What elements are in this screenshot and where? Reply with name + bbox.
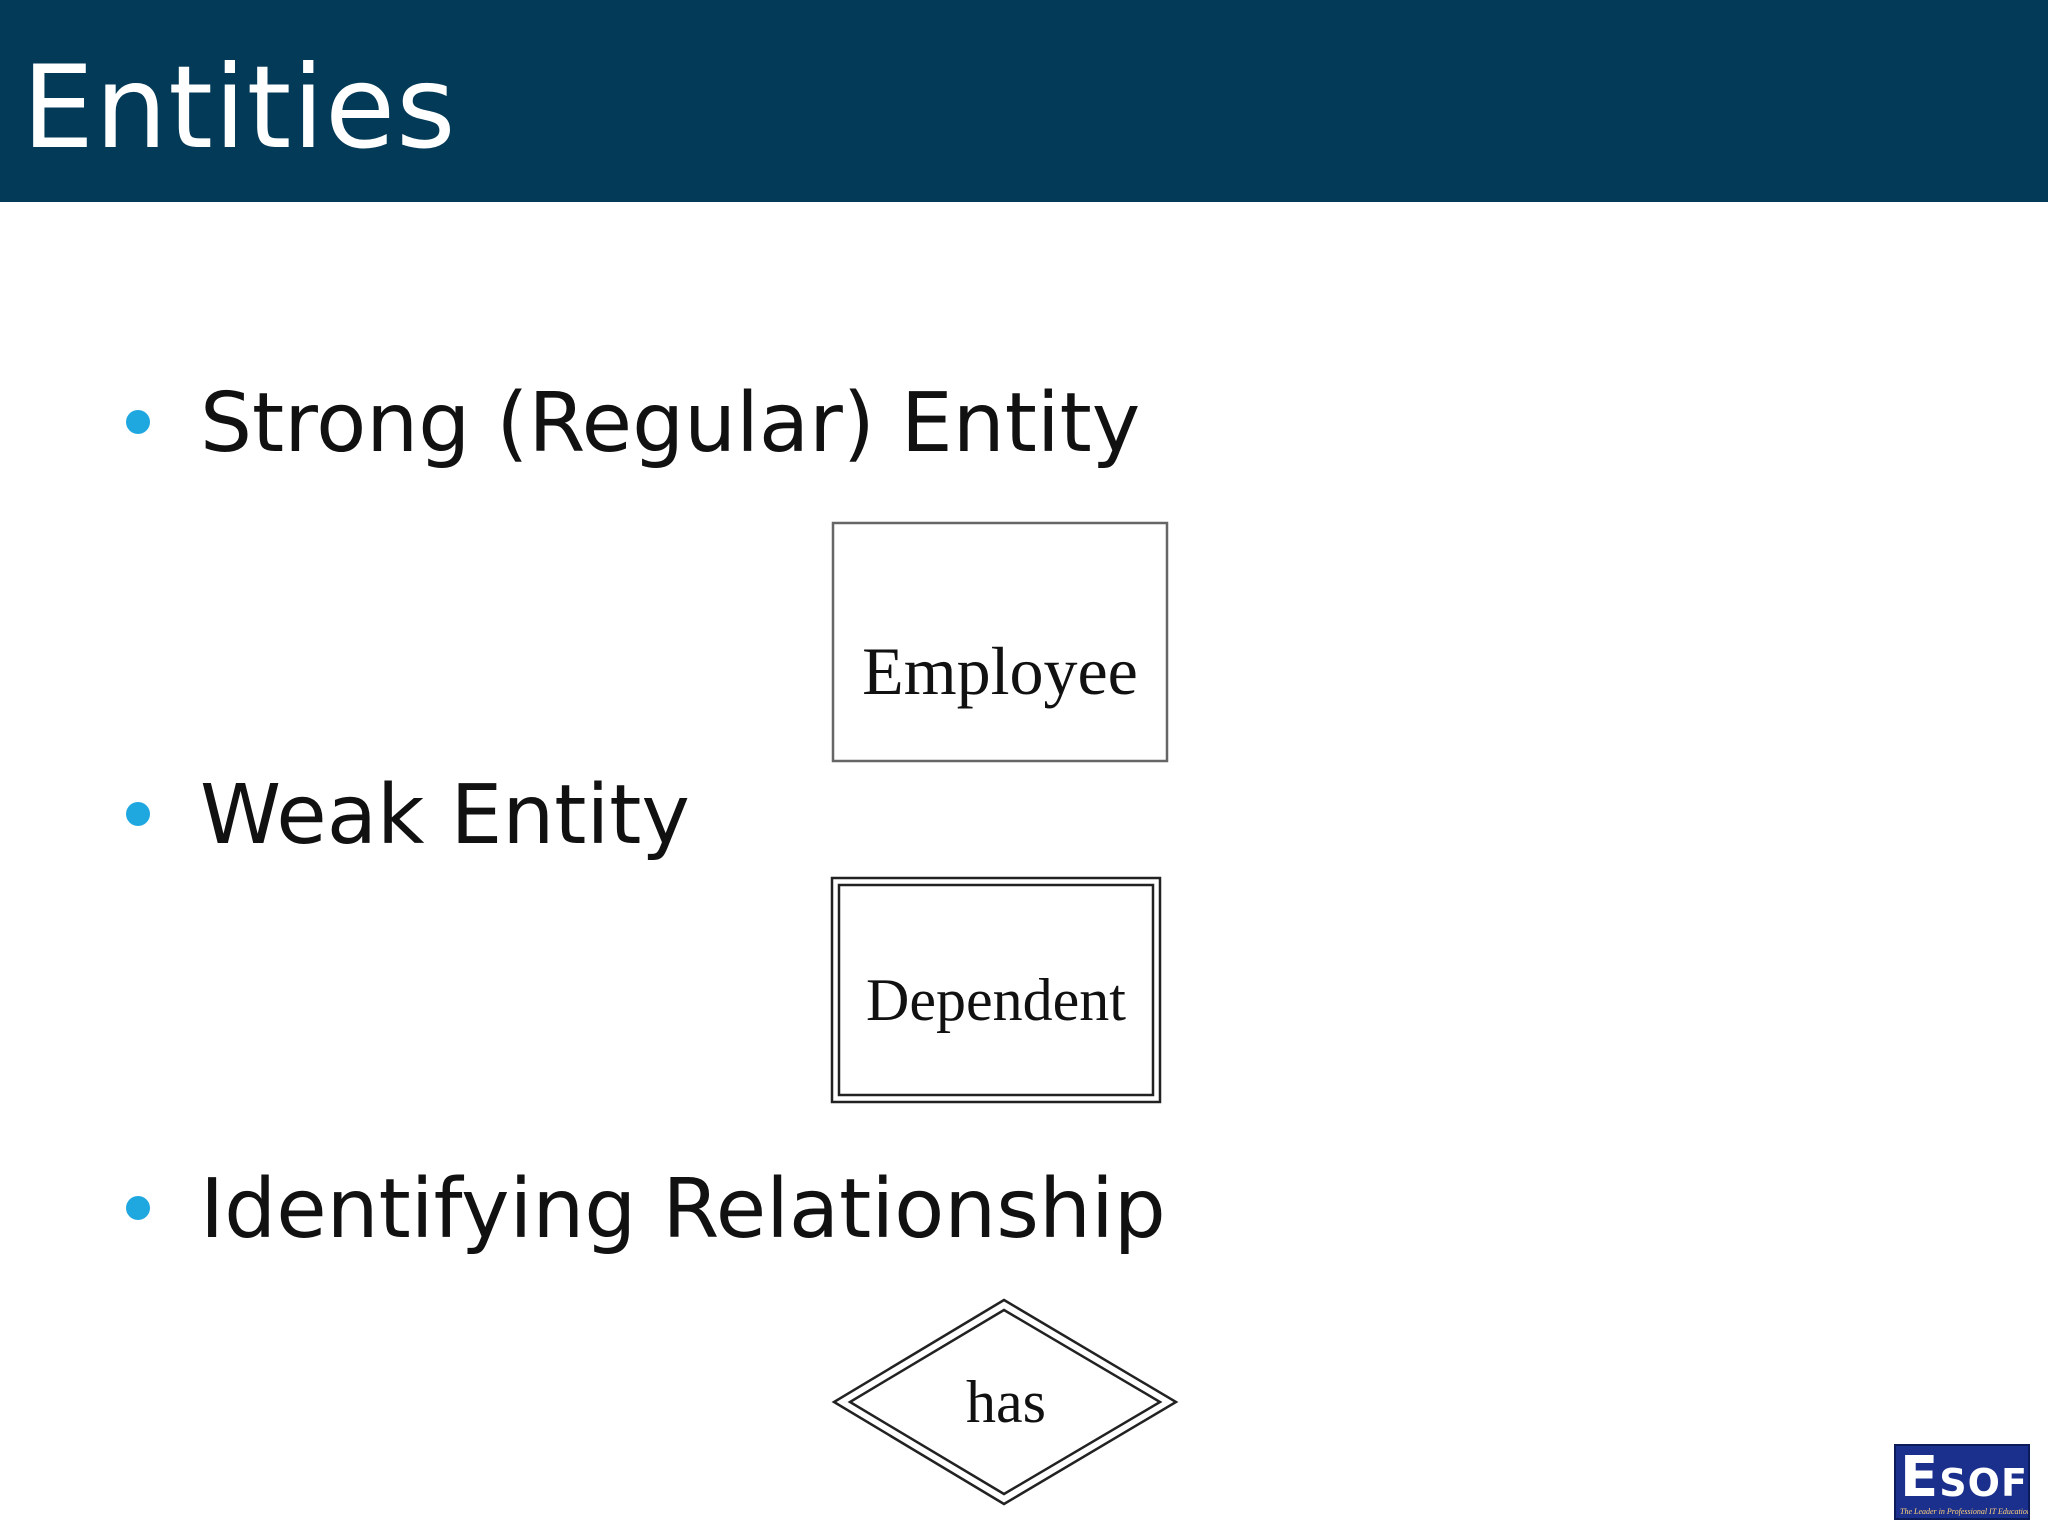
bullet-dot [126, 1196, 150, 1220]
bullet-identifying-relationship: Identifying Relationship [200, 1162, 1166, 1257]
strong-entity-diagram: Employee [831, 521, 1169, 763]
bullet-strong-entity: Strong (Regular) Entity [200, 376, 1141, 471]
relationship-inner-diamond [847, 1308, 1163, 1496]
bullet-dot [126, 802, 150, 826]
logo-tagline: The Leader in Professional IT Education [1900, 1507, 2030, 1516]
weak-entity-diagram: Dependent [830, 876, 1162, 1104]
bullet-dot [126, 410, 150, 434]
relationship-outer-diamond [831, 1298, 1179, 1506]
weak-entity-outer-box [830, 876, 1162, 1104]
bullet-weak-entity: Weak Entity [200, 768, 690, 863]
strong-entity-box [831, 521, 1169, 763]
slide-title: Entities [22, 41, 457, 174]
strong-entity-label: Employee [862, 633, 1138, 709]
weak-entity-inner-box [837, 883, 1155, 1097]
identifying-relationship-diagram: has [831, 1298, 1179, 1506]
relationship-label: has [966, 1369, 1046, 1435]
title-bar: Entities [0, 0, 2048, 202]
weak-entity-label: Dependent [866, 967, 1126, 1033]
